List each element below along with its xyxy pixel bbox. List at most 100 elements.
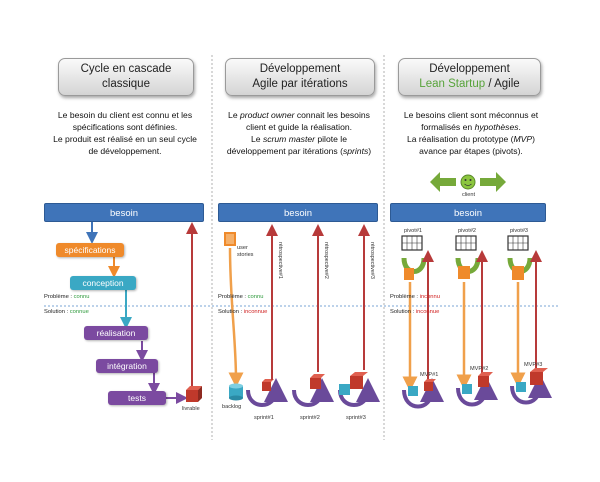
pivot-board-3 bbox=[507, 235, 529, 251]
problem-value: connu bbox=[247, 294, 264, 300]
livrable-label: livrable bbox=[182, 406, 200, 412]
mvp-label-2: MVP#2 bbox=[470, 366, 489, 372]
mvp-cube-3 bbox=[530, 368, 548, 385]
description-text: ) bbox=[368, 146, 372, 156]
client-label: client bbox=[462, 192, 476, 198]
description-line: Le produit est réalisé en un seul cycle bbox=[53, 134, 197, 144]
description-text: Le bbox=[250, 134, 263, 144]
hypothesis-doc-3 bbox=[512, 266, 524, 280]
step-realisation: réalisation bbox=[84, 326, 148, 340]
header-lean-green: Lean Startup bbox=[419, 78, 486, 90]
client-smiley-icon bbox=[460, 174, 476, 190]
header-lean-rest: / Agile bbox=[485, 78, 520, 90]
description-text: ) bbox=[532, 134, 536, 144]
header-agile: Développement Agile par itérations bbox=[225, 58, 375, 96]
sprint-label-1: sprint#1 bbox=[254, 415, 274, 421]
description-line: de développement. bbox=[88, 146, 162, 156]
problem-lean: Problème : inconnu bbox=[390, 294, 440, 300]
description-emphasis: sprints bbox=[342, 146, 369, 156]
sprint-cube-2 bbox=[310, 374, 325, 389]
sprint-label-2: sprint#2 bbox=[300, 415, 320, 421]
solution-value: inconnue bbox=[415, 309, 440, 315]
description-line: client et guide la réalisation. bbox=[216, 121, 382, 133]
description-emphasis: MVP bbox=[513, 134, 533, 144]
arrow-user-stories-to-backlog bbox=[228, 247, 244, 388]
step-tests: tests bbox=[108, 391, 166, 405]
header-cascade-line2: classique bbox=[102, 78, 150, 90]
description-line: Le product owner connait les besoins bbox=[216, 109, 382, 121]
description-line: La réalisation du prototype (MVP) bbox=[388, 133, 554, 145]
description-text: connait les besoins bbox=[294, 110, 370, 120]
pivot-board-2 bbox=[455, 235, 477, 251]
retro-label-1: rétrospective#1 bbox=[277, 242, 283, 279]
mvp-cylinders bbox=[408, 382, 526, 396]
mvp-cube-1 bbox=[424, 379, 436, 391]
description-text: développement par itérations ( bbox=[226, 146, 343, 156]
description-text: formalisés en bbox=[421, 122, 475, 132]
header-lean-line1: Développement bbox=[429, 63, 510, 75]
sprint-cube-3 bbox=[339, 372, 368, 395]
step-integration: intégration bbox=[96, 359, 158, 373]
problem-value: inconnu bbox=[419, 294, 440, 300]
header-cascade-line1: Cycle en cascade bbox=[80, 63, 172, 75]
description-line: développement par itérations (sprints) bbox=[216, 145, 382, 157]
solution-cascade: Solution : connue bbox=[44, 309, 89, 315]
solution-agile: Solution : inconnue bbox=[218, 309, 267, 315]
description-line: Le besoins client sont méconnus et bbox=[388, 109, 554, 121]
sprint-cube-1 bbox=[262, 379, 274, 391]
description-text: client et guide la réalisation. bbox=[245, 122, 353, 132]
user-stories-label: user stories bbox=[237, 245, 254, 258]
description-lean: Le besoins client sont méconnus et formal… bbox=[388, 109, 554, 157]
header-agile-line1: Développement bbox=[259, 63, 341, 75]
backlog-label: backlog bbox=[222, 404, 242, 410]
problem-agile: Problème : connu bbox=[218, 294, 263, 300]
solution-lean: Solution : inconnue bbox=[390, 309, 439, 315]
step-conception: conception bbox=[70, 276, 136, 290]
sprint-loop-2 bbox=[292, 378, 334, 407]
pivot-label-3: pivot#3 bbox=[510, 228, 529, 234]
retro-label-3: rétrospective#3 bbox=[369, 242, 375, 279]
solution-prefix: Solution : bbox=[390, 309, 416, 315]
mvp-label-1: MVP#1 bbox=[420, 372, 439, 378]
mvp-loop-2 bbox=[456, 376, 498, 407]
hypothesis-doc-1 bbox=[404, 268, 414, 280]
problem-value: connu bbox=[73, 294, 90, 300]
description-line: Le scrum master pilote le bbox=[216, 133, 382, 145]
pivot-label-1: pivot#1 bbox=[404, 228, 423, 234]
description-text: . bbox=[518, 122, 521, 132]
solution-value: connue bbox=[69, 309, 89, 315]
backlog-cylinder bbox=[229, 383, 243, 401]
problem-prefix: Problème : bbox=[390, 294, 420, 300]
solution-value: inconnue bbox=[243, 309, 268, 315]
problem-cascade: Problème : connu bbox=[44, 294, 89, 300]
header-lean: Développement Lean Startup / Agile bbox=[398, 58, 541, 96]
description-text: Le besoins client sont méconnus et bbox=[403, 110, 539, 120]
besoin-bar-lean: besoin bbox=[390, 203, 546, 222]
mvp-label-3: MVP#3 bbox=[524, 362, 543, 368]
besoin-bar-agile: besoin bbox=[218, 203, 378, 222]
problem-prefix: Problème : bbox=[44, 294, 74, 300]
mvp-loop-3 bbox=[510, 374, 552, 405]
client-arrow-right bbox=[480, 172, 506, 192]
description-line: spécifications sont définies. bbox=[72, 122, 178, 132]
solution-prefix: Solution : bbox=[44, 309, 70, 315]
description-line: Le besoin du client est connu et les bbox=[57, 110, 193, 120]
besoin-bar-cascade: besoin bbox=[44, 203, 204, 222]
mvp-cube-2 bbox=[478, 372, 493, 387]
solution-prefix: Solution : bbox=[218, 309, 244, 315]
pivot-board-1 bbox=[401, 235, 423, 251]
header-agile-line2: Agile par itérations bbox=[252, 78, 348, 90]
sprint-label-3: sprint#3 bbox=[346, 415, 366, 421]
description-cascade: Le besoin du client est connu et les spé… bbox=[44, 109, 206, 157]
step-specifications: spécifications bbox=[56, 243, 124, 257]
description-text: Le bbox=[228, 110, 240, 120]
livrable-cube bbox=[186, 386, 202, 402]
mvp-loop-1 bbox=[402, 378, 444, 409]
sprint-loop-1 bbox=[246, 378, 288, 407]
description-emphasis: product owner bbox=[240, 110, 295, 120]
description-line: avance par étapes (pivots). bbox=[388, 145, 554, 157]
hypothesis-doc-2 bbox=[458, 266, 470, 279]
header-cascade: Cycle en cascade classique bbox=[58, 58, 194, 96]
description-emphasis: scrum master bbox=[262, 134, 315, 144]
